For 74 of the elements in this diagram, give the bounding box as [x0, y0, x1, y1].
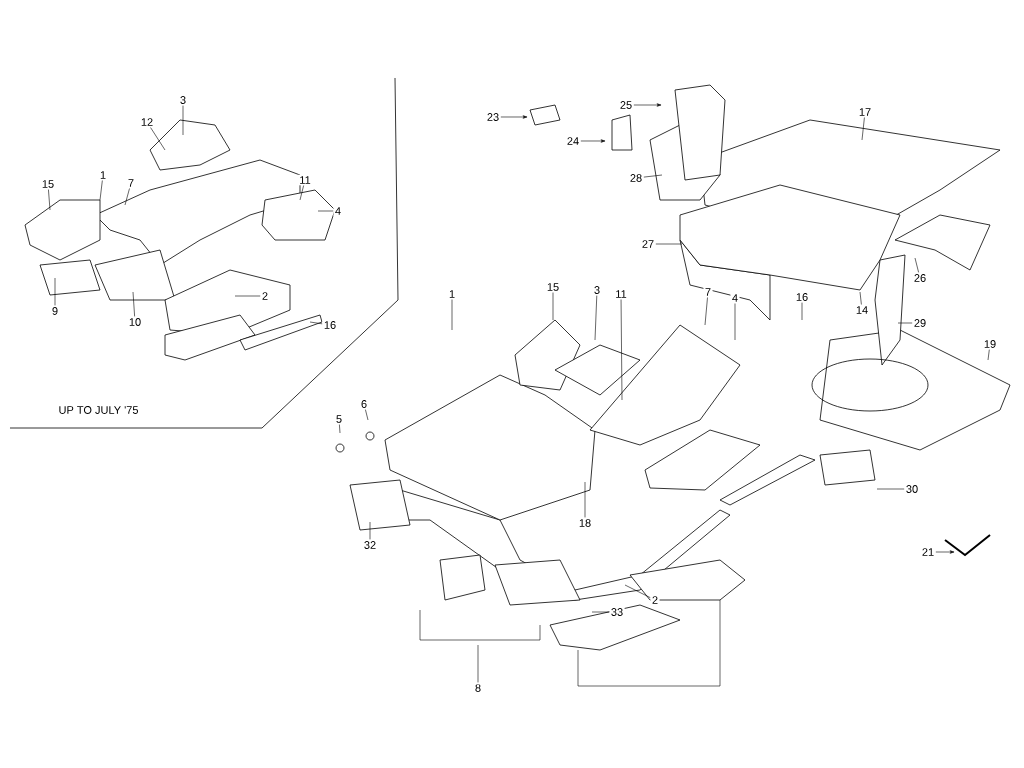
leader-line [124, 188, 130, 206]
callout-number: 15 [545, 281, 561, 293]
leader-line [182, 105, 184, 136]
callout-number: 16 [794, 291, 810, 303]
callout-number: 25 [618, 99, 634, 111]
callout-number: 3 [178, 94, 188, 106]
callout-number: 7 [703, 286, 713, 298]
leader-line [876, 488, 905, 490]
leader-line [861, 117, 865, 141]
callout-number: 12 [139, 116, 155, 128]
leader-line [99, 180, 103, 201]
leader-line [987, 349, 990, 361]
callout-number: 24 [565, 135, 581, 147]
callout-number: 23 [485, 111, 501, 123]
callout-number: 32 [362, 539, 378, 551]
callout-number: 6 [359, 398, 369, 410]
leader-line [234, 295, 261, 297]
leader-line [552, 292, 554, 321]
leader-line [935, 550, 955, 554]
callout-number: 28 [628, 172, 644, 184]
leader-line [594, 295, 598, 341]
callout-number: 18 [577, 517, 593, 529]
leader-line [704, 297, 708, 326]
callout-number: 8 [473, 682, 483, 694]
callout-number: 27 [640, 238, 656, 250]
leader-line [369, 521, 371, 540]
callout-number: 4 [730, 292, 740, 304]
leader-line [451, 299, 453, 331]
callout-number: 17 [857, 106, 873, 118]
leader-line [309, 321, 323, 325]
callout-number: 2 [650, 594, 660, 606]
leader-line [299, 185, 304, 201]
leader-line [655, 243, 683, 245]
callout-number: 19 [982, 338, 998, 350]
callout-number: 11 [297, 174, 313, 186]
callout-number: 1 [98, 169, 108, 181]
callout-number: 30 [904, 483, 920, 495]
leader-line [339, 424, 341, 434]
callout-number: 15 [40, 178, 56, 190]
leader-line [477, 644, 479, 683]
leader-line [859, 291, 862, 305]
callout-number: 4 [333, 205, 343, 217]
leader-line [591, 611, 610, 613]
leader-line [897, 322, 913, 324]
callout-number: 21 [920, 546, 936, 558]
callout-number: 1 [447, 288, 457, 300]
callout-number: 5 [334, 413, 344, 425]
leader-line [500, 115, 528, 119]
callout-number: 29 [912, 317, 928, 329]
callout-number: 9 [50, 305, 60, 317]
callout-number: 3 [592, 284, 602, 296]
callout-number: 26 [912, 272, 928, 284]
callout-number: 14 [854, 304, 870, 316]
note-text: UP TO JULY '75 [59, 406, 138, 414]
leader-line [801, 302, 803, 321]
leader-line [580, 139, 606, 143]
leader-line [914, 257, 919, 273]
callout-number: 10 [127, 316, 143, 328]
leader-line [584, 481, 586, 518]
leader-line [643, 174, 663, 178]
leader-line [48, 189, 51, 211]
callout-number: 33 [609, 606, 625, 618]
leader-line [620, 299, 623, 401]
leader-line [132, 291, 135, 317]
leader-line [734, 303, 736, 341]
leader-line [633, 103, 662, 107]
leader-line [317, 210, 334, 212]
leader-line [624, 584, 651, 598]
leader-line [150, 127, 166, 151]
callout-number: 7 [126, 177, 136, 189]
leader-line [365, 409, 369, 421]
callout-number: 16 [322, 319, 338, 331]
callout-number: 11 [613, 288, 629, 300]
callout-number: 2 [260, 290, 270, 302]
